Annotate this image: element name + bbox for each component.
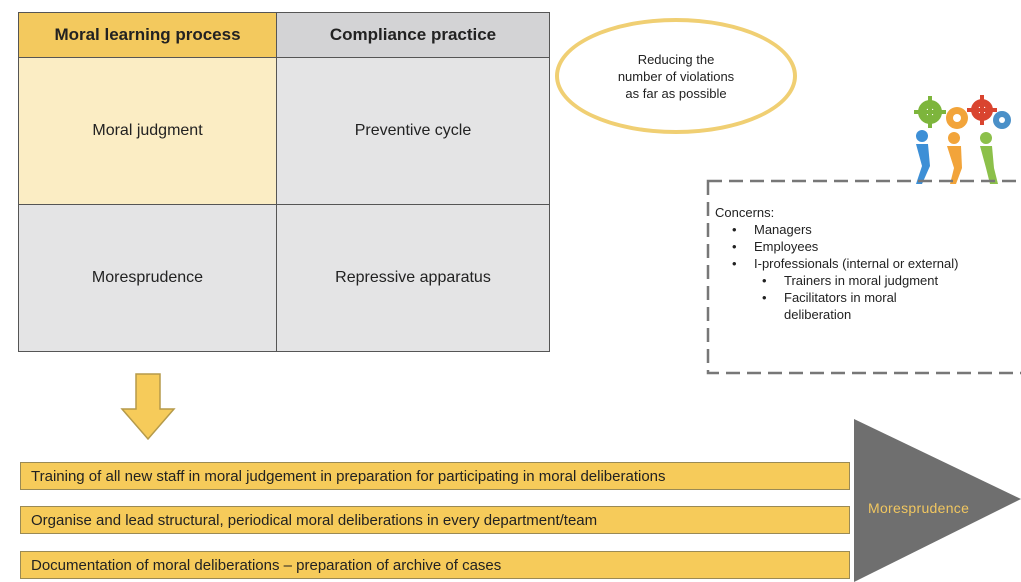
list-item: I-professionals (internal or external) xyxy=(728,255,958,272)
concerns-sublist: Trainers in moral judgment Facilitators … xyxy=(758,272,958,323)
people-turning-gears-icon xyxy=(914,95,1011,184)
header-moral-learning-process: Moral learning process xyxy=(19,13,277,58)
down-arrow-icon xyxy=(120,373,176,441)
cell-moral-judgment: Moral judgment xyxy=(19,58,277,205)
goal-text: Reducing the number of violations as far… xyxy=(617,51,735,101)
list-item: Trainers in moral judgment xyxy=(758,272,958,289)
action-bar-training: Training of all new staff in moral judge… xyxy=(20,462,850,490)
header-compliance-practice: Compliance practice xyxy=(277,13,549,58)
concerns-title: Concerns: xyxy=(715,205,775,220)
concerns-box: Concerns: Managers Employees I-professio… xyxy=(706,179,1021,375)
learning-compliance-table: Moral learning process Compliance practi… xyxy=(18,12,550,352)
action-bar-deliberations: Organise and lead structural, periodical… xyxy=(20,506,850,534)
concerns-list: Managers Employees I-professionals (inte… xyxy=(728,221,958,323)
action-bar-documentation: Documentation of moral deliberations – p… xyxy=(20,551,850,579)
cell-moresprudence: Moresprudence xyxy=(19,204,277,351)
outcome-label: Moresprudence xyxy=(868,500,970,516)
goal-ellipse: Reducing the number of violations as far… xyxy=(555,18,797,134)
outcome-triangle xyxy=(854,419,1021,582)
dashed-border xyxy=(706,179,1021,375)
list-item: Facilitators in moral deliberation xyxy=(758,289,958,323)
cell-repressive-apparatus: Repressive apparatus xyxy=(277,204,549,351)
list-item: Managers xyxy=(728,221,958,238)
list-item: Employees xyxy=(728,238,958,255)
cell-preventive-cycle: Preventive cycle xyxy=(277,58,549,205)
